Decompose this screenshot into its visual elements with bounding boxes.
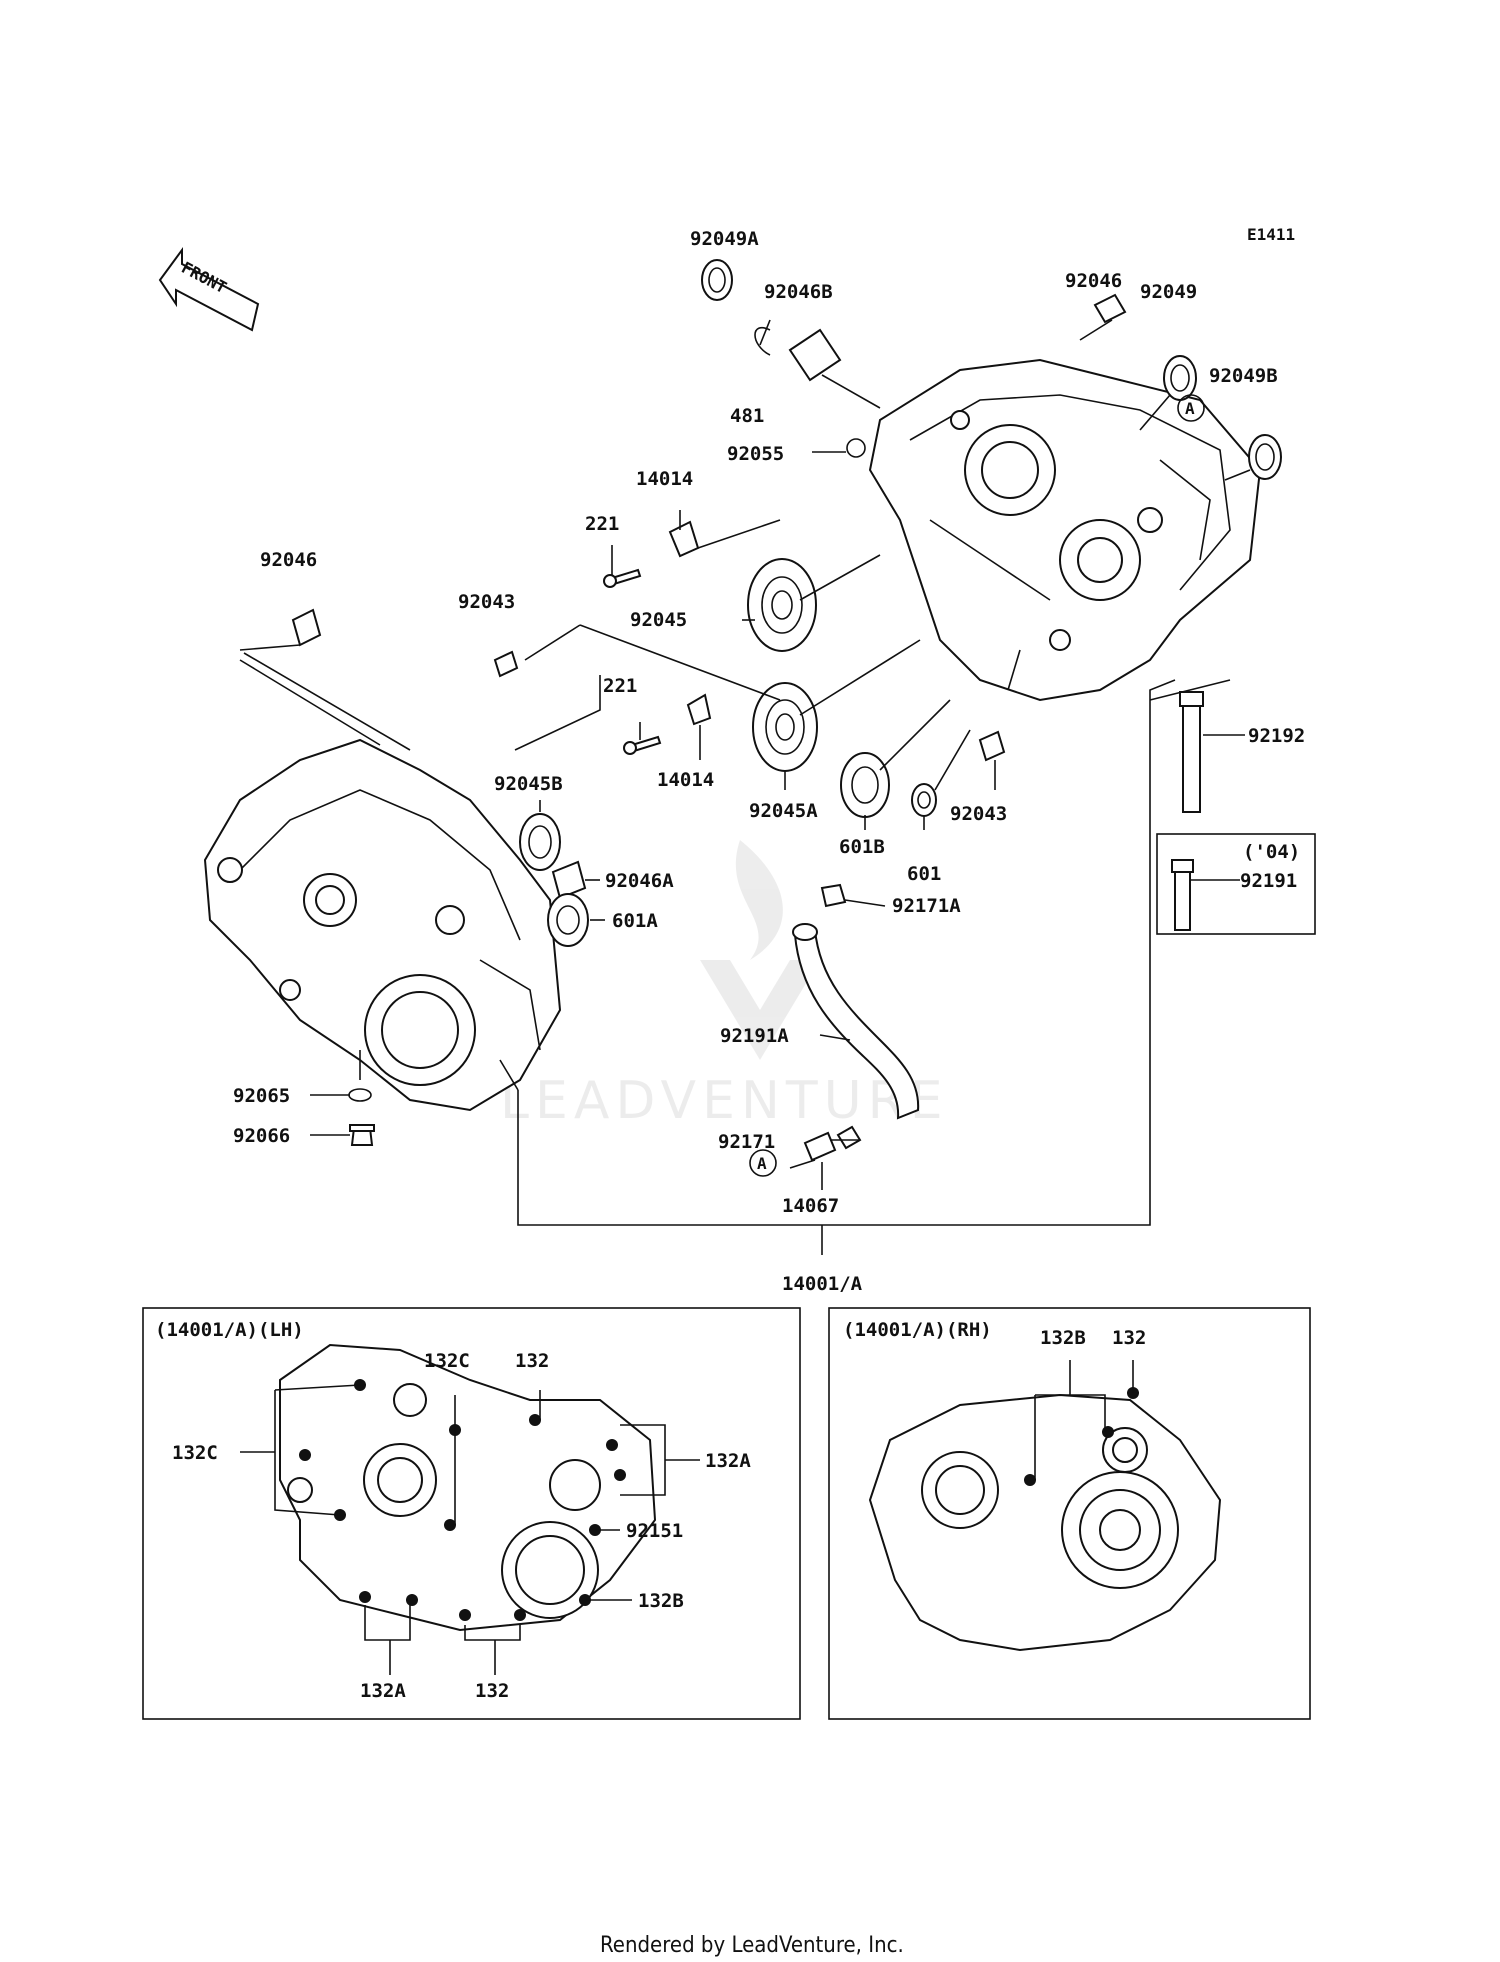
label-92066: 92066	[233, 1125, 290, 1147]
marker-a-1: A	[1185, 399, 1195, 418]
label-221-top: 221	[585, 513, 619, 535]
label-601B: 601B	[839, 836, 885, 858]
lh-label-132C-left: 132C	[172, 1442, 218, 1464]
label-14067: 14067	[782, 1195, 839, 1217]
label-92192: 92192	[1248, 725, 1305, 747]
rh-inset-title: (14001/A)(RH)	[843, 1319, 992, 1341]
watermark-logo	[700, 840, 820, 1060]
label-92046-left: 92046	[260, 549, 317, 571]
rh-label-132: 132	[1112, 1327, 1146, 1349]
lh-inset-title: (14001/A)(LH)	[155, 1319, 304, 1341]
label-92045B: 92045B	[494, 773, 563, 795]
label-92045: 92045	[630, 609, 687, 631]
label-04: ('04)	[1243, 841, 1300, 863]
footer-credit: Rendered by LeadVenture, Inc.	[600, 1933, 904, 1958]
label-221-mid: 221	[603, 675, 637, 697]
lh-label-132A-bottom: 132A	[360, 1680, 406, 1702]
lh-label-132-top: 132	[515, 1350, 549, 1372]
label-601A: 601A	[612, 910, 658, 932]
lh-label-92151: 92151	[626, 1520, 683, 1542]
label-14001A: 14001/A	[782, 1273, 863, 1295]
label-92055: 92055	[727, 443, 784, 465]
label-92046A: 92046A	[605, 870, 674, 892]
label-92049B: 92049B	[1209, 365, 1278, 387]
rh-inset: (14001/A)(RH) 132B 132	[828, 1307, 1311, 1720]
rh-label-132B: 132B	[1040, 1327, 1086, 1349]
label-92043-left: 92043	[458, 591, 515, 613]
label-92049A: 92049A	[690, 228, 759, 250]
label-481: 481	[730, 405, 764, 427]
label-92046B: 92046B	[764, 281, 833, 303]
label-14014-mid: 14014	[657, 769, 714, 791]
label-92171: 92171	[718, 1131, 775, 1153]
lh-label-132A-right: 132A	[705, 1450, 751, 1472]
year-variant-box	[1156, 833, 1316, 935]
marker-a-circle-2	[749, 1149, 777, 1177]
label-92043-right: 92043	[950, 803, 1007, 825]
label-14014-top: 14014	[636, 468, 693, 490]
marker-a-2: A	[757, 1154, 767, 1173]
label-92171A: 92171A	[892, 895, 961, 917]
lh-inset: (14001/A)(LH) 132C 132 132C 132A 92	[142, 1307, 801, 1720]
label-92049: 92049	[1140, 281, 1197, 303]
label-92045A: 92045A	[749, 800, 818, 822]
diagram-code: E1411	[1247, 225, 1295, 244]
marker-a-circle-1	[1177, 394, 1205, 422]
label-601: 601	[907, 863, 941, 885]
part-labels: 92049A 92046B 481 92055 92046 92049 9204…	[233, 228, 1305, 1295]
crankcase-right-drawing	[868, 358, 1262, 702]
front-arrow-icon: FRONT	[158, 246, 260, 332]
leader-lines	[239, 319, 1251, 1255]
lh-label-132-bottom: 132	[475, 1680, 509, 1702]
label-92191: 92191	[1240, 870, 1297, 892]
lh-label-132B: 132B	[638, 1590, 684, 1612]
crankcase-left-drawing	[203, 738, 562, 1112]
lh-label-132C-top: 132C	[424, 1350, 470, 1372]
label-92046-top: 92046	[1065, 270, 1122, 292]
label-92065: 92065	[233, 1085, 290, 1107]
label-92191A: 92191A	[720, 1025, 789, 1047]
watermark: LEADVENTURE	[500, 1071, 949, 1131]
